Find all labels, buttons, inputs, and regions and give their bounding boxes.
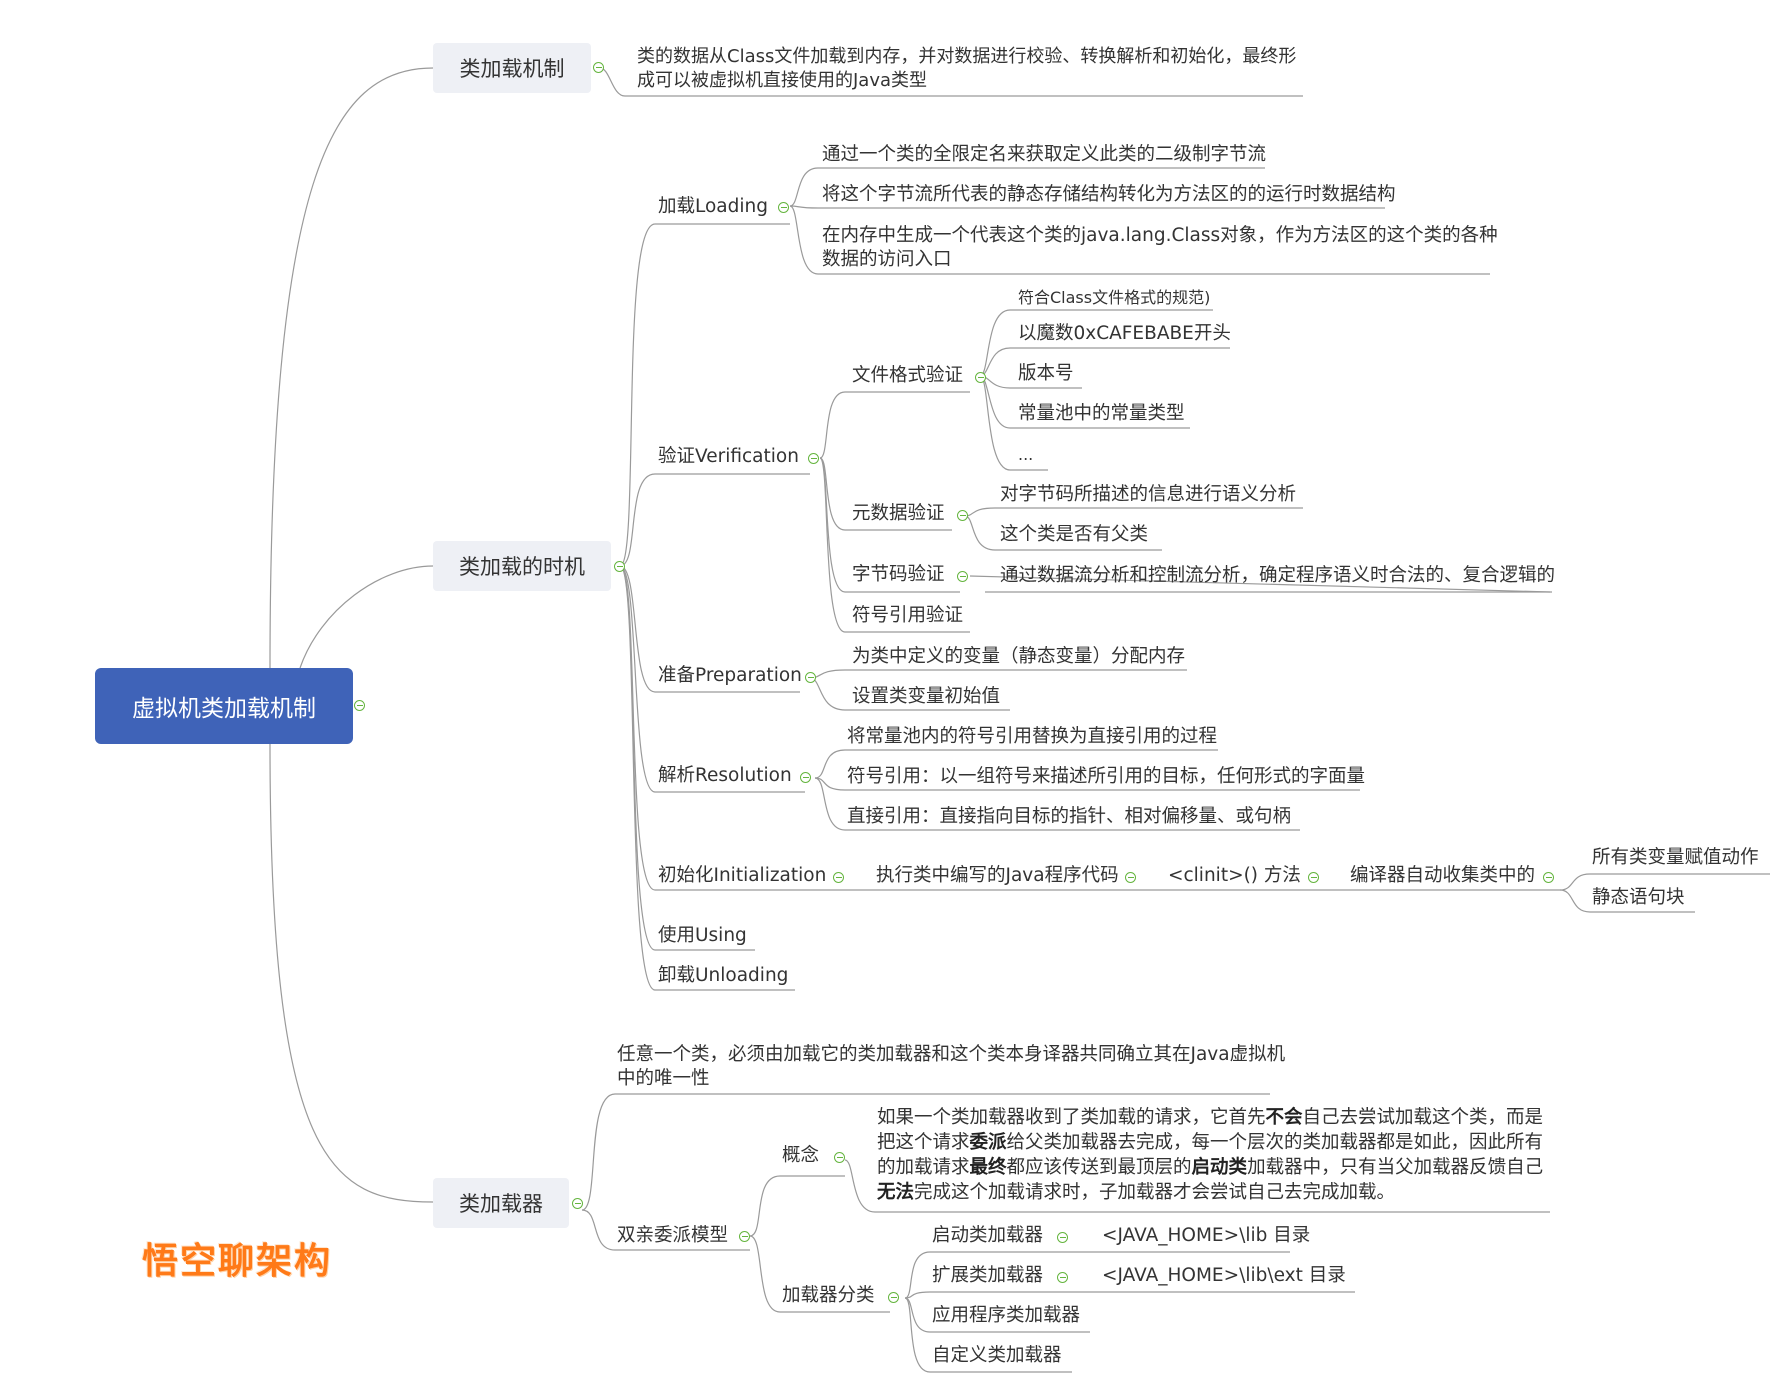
extension-dir: <JAVA_HOME>\lib\ext 目录 (1102, 1265, 1346, 1286)
loader-desc-line1: 任意一个类，必须由加载它的类加载器和这个类本身译器共同确立其在Java虚拟机 (617, 1044, 1286, 1065)
metadata-item-2: 这个类是否有父类 (1000, 524, 1149, 545)
branch-loader[interactable]: 类加载器 (433, 1178, 569, 1228)
branch-mechanism-label: 类加载机制 (459, 57, 565, 81)
file-format-item-5: ... (1018, 445, 1034, 464)
branch-mechanism[interactable]: 类加载机制 (433, 43, 591, 93)
bootstrap-loader[interactable]: 启动类加载器 (932, 1225, 1044, 1246)
collapse-toggle-icon[interactable] (957, 510, 968, 521)
collapse-toggle-icon[interactable] (800, 772, 811, 783)
collapse-toggle-icon[interactable] (739, 1231, 750, 1242)
verify-bytecode[interactable]: 字节码验证 (852, 564, 945, 585)
concept-bold-text: 启动类 (1191, 1157, 1248, 1178)
concept-text: 完成这个加载请求时，子加载器才会尝试自己去完成加载。 (914, 1182, 1396, 1203)
mechanism-desc-line2: 成可以被虚拟机直接使用的Java类型 (637, 70, 928, 91)
loading-item-1: 通过一个类的全限定名来获取定义此类的二级制字节流 (822, 144, 1267, 165)
init-leaf-2: 静态语句块 (1592, 887, 1685, 908)
collapse-toggle-icon[interactable] (1543, 872, 1554, 883)
collapse-toggle-icon[interactable] (805, 672, 816, 683)
verify-file-format[interactable]: 文件格式验证 (852, 365, 964, 386)
loading-item-3a: 在内存中生成一个代表这个类的java.lang.Class对象，作为方法区的这个… (822, 225, 1498, 246)
phase-resolution[interactable]: 解析Resolution (658, 765, 792, 786)
preparation-item-2: 设置类变量初始值 (852, 686, 1001, 707)
concept-bold-text: 委派 (969, 1132, 1007, 1153)
concept-text: 如果一个类加载器收到了类加载的请求，它首先 (877, 1107, 1266, 1128)
bytecode-item: 通过数据流分析和控制流分析，确定程序语义时合法的、复合逻辑的 (1000, 565, 1556, 586)
collapse-toggle-icon[interactable] (1057, 1272, 1068, 1283)
concept-text: 的加载请求 (877, 1157, 970, 1178)
phase-preparation[interactable]: 准备Preparation (658, 665, 802, 686)
preparation-item-1: 为类中定义的变量（静态变量）分配内存 (852, 646, 1186, 667)
concept-line-2: 把这个请求委派给父类加载器去完成，每一个层次的类加载器都是如此，因此所有 (877, 1131, 1543, 1155)
verify-metadata[interactable]: 元数据验证 (852, 503, 945, 524)
phase-initialization[interactable]: 初始化Initialization (658, 865, 827, 886)
branch-timing-label: 类加载的时机 (459, 555, 585, 579)
init-step-3[interactable]: 编译器自动收集类中的 (1350, 865, 1536, 886)
file-format-item-1: 符合Class文件格式的规范) (1018, 288, 1211, 307)
collapse-toggle-icon[interactable] (834, 1152, 845, 1163)
collapse-toggle-icon[interactable] (957, 571, 968, 582)
collapse-toggle-icon[interactable] (888, 1292, 899, 1303)
collapse-toggle-icon[interactable] (778, 202, 789, 213)
concept-text: 都应该传送到最顶层的 (1006, 1157, 1192, 1178)
metadata-item-1: 对字节码所描述的信息进行语义分析 (1000, 484, 1297, 505)
collapse-toggle-icon[interactable] (975, 372, 986, 383)
custom-loader[interactable]: 自定义类加载器 (932, 1345, 1062, 1366)
concept-text: 自己去尝试加载这个类，而是 (1302, 1107, 1544, 1128)
collapse-toggle-icon[interactable] (354, 700, 365, 711)
phase-loading[interactable]: 加载Loading (658, 196, 768, 217)
bootstrap-dir: <JAVA_HOME>\lib 目录 (1102, 1225, 1311, 1246)
collapse-toggle-icon[interactable] (1308, 872, 1319, 883)
application-loader[interactable]: 应用程序类加载器 (932, 1305, 1081, 1326)
root-node[interactable]: 虚拟机类加载机制 (95, 668, 353, 744)
file-format-item-3: 版本号 (1018, 363, 1074, 384)
concept-bold-text: 最终 (969, 1157, 1007, 1178)
extension-loader[interactable]: 扩展类加载器 (932, 1265, 1044, 1286)
concept-text: 加载器中，只有当父加载器反馈自己 (1247, 1157, 1544, 1178)
delegation-concept[interactable]: 概念 (782, 1145, 820, 1166)
init-leaf-1: 所有类变量赋值动作 (1592, 847, 1759, 868)
mechanism-desc-line1: 类的数据从Class文件加载到内存，并对数据进行校验、转换解析和初始化，最终形 (637, 46, 1297, 67)
concept-text: 把这个请求 (877, 1132, 970, 1153)
phase-verification[interactable]: 验证Verification (658, 446, 799, 467)
loading-item-2: 将这个字节流所代表的静态存储结构转化为方法区的的运行时数据结构 (822, 184, 1396, 205)
collapse-toggle-icon[interactable] (1057, 1232, 1068, 1243)
concept-line-3: 的加载请求最终都应该传送到最顶层的启动类加载器中，只有当父加载器反馈自己 (877, 1156, 1543, 1180)
root-label: 虚拟机类加载机制 (132, 696, 316, 722)
phase-unloading[interactable]: 卸载Unloading (658, 965, 789, 986)
collapse-toggle-icon[interactable] (833, 872, 844, 883)
file-format-item-2: 以魔数0xCAFEBABE开头 (1018, 323, 1231, 344)
phase-using[interactable]: 使用Using (658, 925, 747, 946)
concept-bold-text: 无法 (877, 1182, 915, 1203)
collapse-toggle-icon[interactable] (572, 1198, 583, 1209)
init-step-2[interactable]: <clinit>() 方法 (1168, 865, 1301, 886)
parent-delegation-model[interactable]: 双亲委派模型 (617, 1225, 729, 1246)
loading-item-3b: 数据的访问入口 (822, 249, 952, 270)
collapse-toggle-icon[interactable] (1125, 872, 1136, 883)
watermark-logo: 悟空聊架构 (142, 1241, 333, 1282)
resolution-item-2: 符号引用：以一组符号来描述所引用的目标，任何形式的字面量 (847, 766, 1366, 787)
concept-line-1: 如果一个类加载器收到了类加载的请求，它首先不会自己去尝试加载这个类，而是 (877, 1106, 1543, 1130)
resolution-item-3: 直接引用：直接指向目标的指针、相对偏移量、或句柄 (847, 806, 1292, 827)
loader-classification[interactable]: 加载器分类 (782, 1285, 875, 1306)
branch-timing[interactable]: 类加载的时机 (433, 541, 611, 591)
collapse-toggle-icon[interactable] (593, 62, 604, 73)
concept-bold-text: 不会 (1265, 1107, 1303, 1128)
init-step-1[interactable]: 执行类中编写的Java程序代码 (876, 865, 1119, 886)
resolution-item-1: 将常量池内的符号引用替换为直接引用的过程 (847, 726, 1218, 747)
collapse-toggle-icon[interactable] (808, 453, 819, 464)
collapse-toggle-icon[interactable] (614, 561, 625, 572)
branch-loader-label: 类加载器 (459, 1192, 543, 1216)
verify-symbol-ref[interactable]: 符号引用验证 (852, 605, 964, 626)
concept-line-4: 无法完成这个加载请求时，子加载器才会尝试自己去完成加载。 (877, 1181, 1395, 1205)
file-format-item-4: 常量池中的常量类型 (1018, 403, 1185, 424)
loader-desc-line2: 中的唯一性 (617, 1068, 710, 1089)
concept-text: 给父类加载器去完成，每一个层次的类加载器都是如此，因此所有 (1006, 1132, 1544, 1153)
